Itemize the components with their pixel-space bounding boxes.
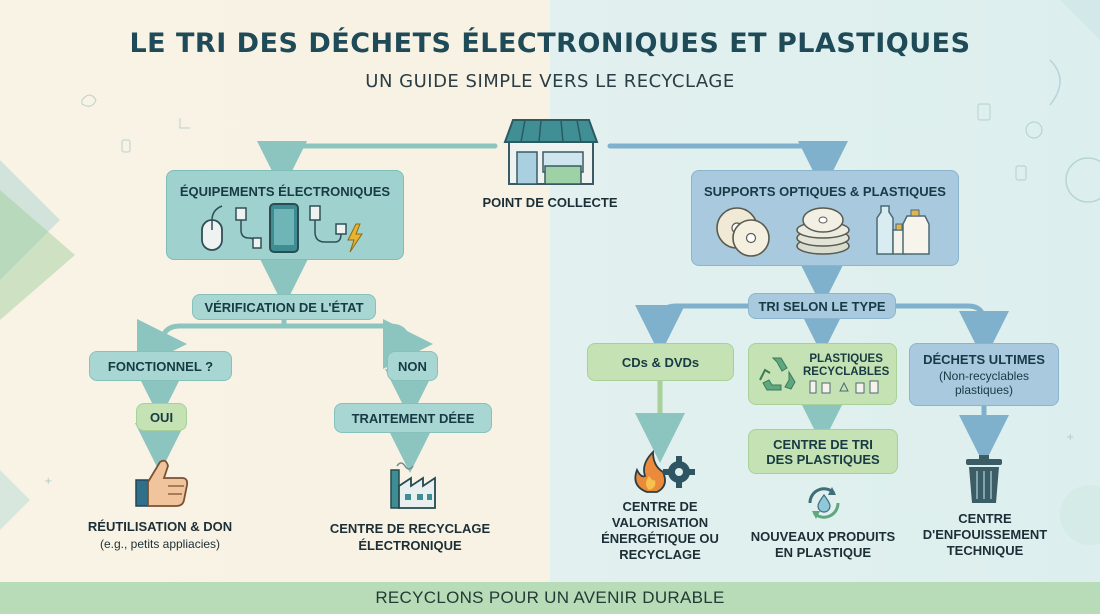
electronic-recycling-center-line1: CENTRE DE RECYCLAGE: [329, 521, 491, 536]
energy-recovery-line2: VALORISATION: [611, 515, 709, 530]
svg-text:+: +: [1066, 432, 1074, 443]
weee-treatment-box: TRAITEMENT DÉEE: [334, 403, 492, 433]
disc-stack-icon: [796, 207, 850, 255]
landfill-line2: D'ENFOUISSEMENT: [922, 527, 1048, 542]
energy-recovery-line4: RECYCLAGE: [619, 547, 701, 562]
electronic-recycling-center-line2: ÉLECTRONIQUE: [358, 538, 462, 553]
electronics-icons: [201, 203, 363, 253]
fire-gear-icon: [634, 449, 695, 493]
ultimate-waste-note2: plastiques): [954, 383, 1014, 397]
plastics-sorting-center-line2: DES PLASTIQUES: [766, 451, 880, 467]
energy-recovery-line1: CENTRE DE: [622, 499, 698, 514]
thumbs-up-icon: [135, 459, 189, 507]
new-products-line1: NOUVEAUX PRODUITS: [750, 529, 896, 544]
footer-banner: RECYCLONS POUR UN AVENIR DURABLE: [0, 582, 1100, 614]
factory-icon: [390, 462, 436, 509]
ultimate-waste-box: DÉCHETS ULTIMES (Non-recyclables plastiq…: [909, 343, 1059, 406]
cds-dvds-box: CDs & DVDs: [587, 343, 734, 381]
no-box: NON: [387, 351, 438, 381]
reuse-donation-label: RÉUTILISATION & DON: [87, 519, 233, 534]
landfill-center: CENTRE D'ENFOUISSEMENT TECHNIQUE: [905, 511, 1065, 559]
landfill-line1: CENTRE: [958, 511, 1012, 526]
energy-recovery-line3: ÉNERGÉTIQUE OU: [601, 531, 719, 546]
energy-recovery-center: CENTRE DE VALORISATION ÉNERGÉTIQUE OU RE…: [590, 499, 730, 563]
optical-plastics-label: SUPPORTS OPTIQUES & PLASTIQUES: [704, 184, 946, 199]
svg-text:+: +: [44, 476, 52, 487]
smartphone-icon: [269, 203, 299, 253]
page-title: LE TRI DES DÉCHETS ÉLECTRONIQUES ET PLAS…: [129, 28, 971, 59]
condition-check-box: VÉRIFICATION DE L'ÉTAT: [192, 294, 376, 320]
sort-by-type-box: TRI SELON LE TYPE: [748, 293, 896, 319]
store-icon: [503, 119, 599, 185]
plastic-items-icon: [809, 380, 879, 394]
cd-icon: [716, 207, 770, 257]
electronic-equipment-label: ÉQUIPEMENTS ÉLECTRONIQUES: [179, 184, 391, 199]
working-question-box: FONCTIONNEL ?: [89, 351, 232, 381]
new-plastic-products: NOUVEAUX PRODUITS EN PLASTIQUE: [735, 529, 911, 561]
new-products-line2: EN PLASTIQUE: [774, 545, 872, 560]
footer-text: RECYCLONS POUR UN AVENIR DURABLE: [375, 588, 725, 607]
ultimate-waste-note1: (Non-recyclables: [938, 369, 1030, 383]
page-subtitle: UN GUIDE SIMPLE VERS LE RECYCLAGE: [365, 71, 735, 92]
mouse-icon: [201, 205, 223, 251]
recyclable-plastics-line2: RECYCLABLES: [803, 366, 890, 378]
lightning-icon: [347, 223, 363, 253]
ultimate-waste-label: DÉCHETS ULTIMES: [923, 352, 1045, 367]
reuse-note: (e.g., petits appliacies): [99, 537, 221, 551]
recycle-icon: [759, 357, 796, 391]
recyclable-plastics-box: PLASTIQUES RECYCLABLES: [748, 343, 897, 405]
usb-cable-icon: [235, 207, 262, 249]
plastics-sorting-center-line1: CENTRE DE TRI: [773, 436, 873, 452]
plastics-sorting-center-box: CENTRE DE TRI DES PLASTIQUES: [748, 429, 898, 474]
cycle-drop-icon: [808, 487, 840, 519]
landfill-line3: TECHNIQUE: [946, 543, 1024, 558]
trash-bin-icon: [966, 455, 1002, 503]
charger-cable-icon: [309, 205, 347, 243]
plastic-bottles-icon: [876, 205, 930, 255]
collection-point-label: POINT DE COLLECTE: [482, 195, 618, 210]
recyclable-plastics-line1: PLASTIQUES: [809, 353, 883, 365]
yes-box: OUI: [136, 403, 187, 431]
optical-plastics-icons: [716, 205, 930, 257]
